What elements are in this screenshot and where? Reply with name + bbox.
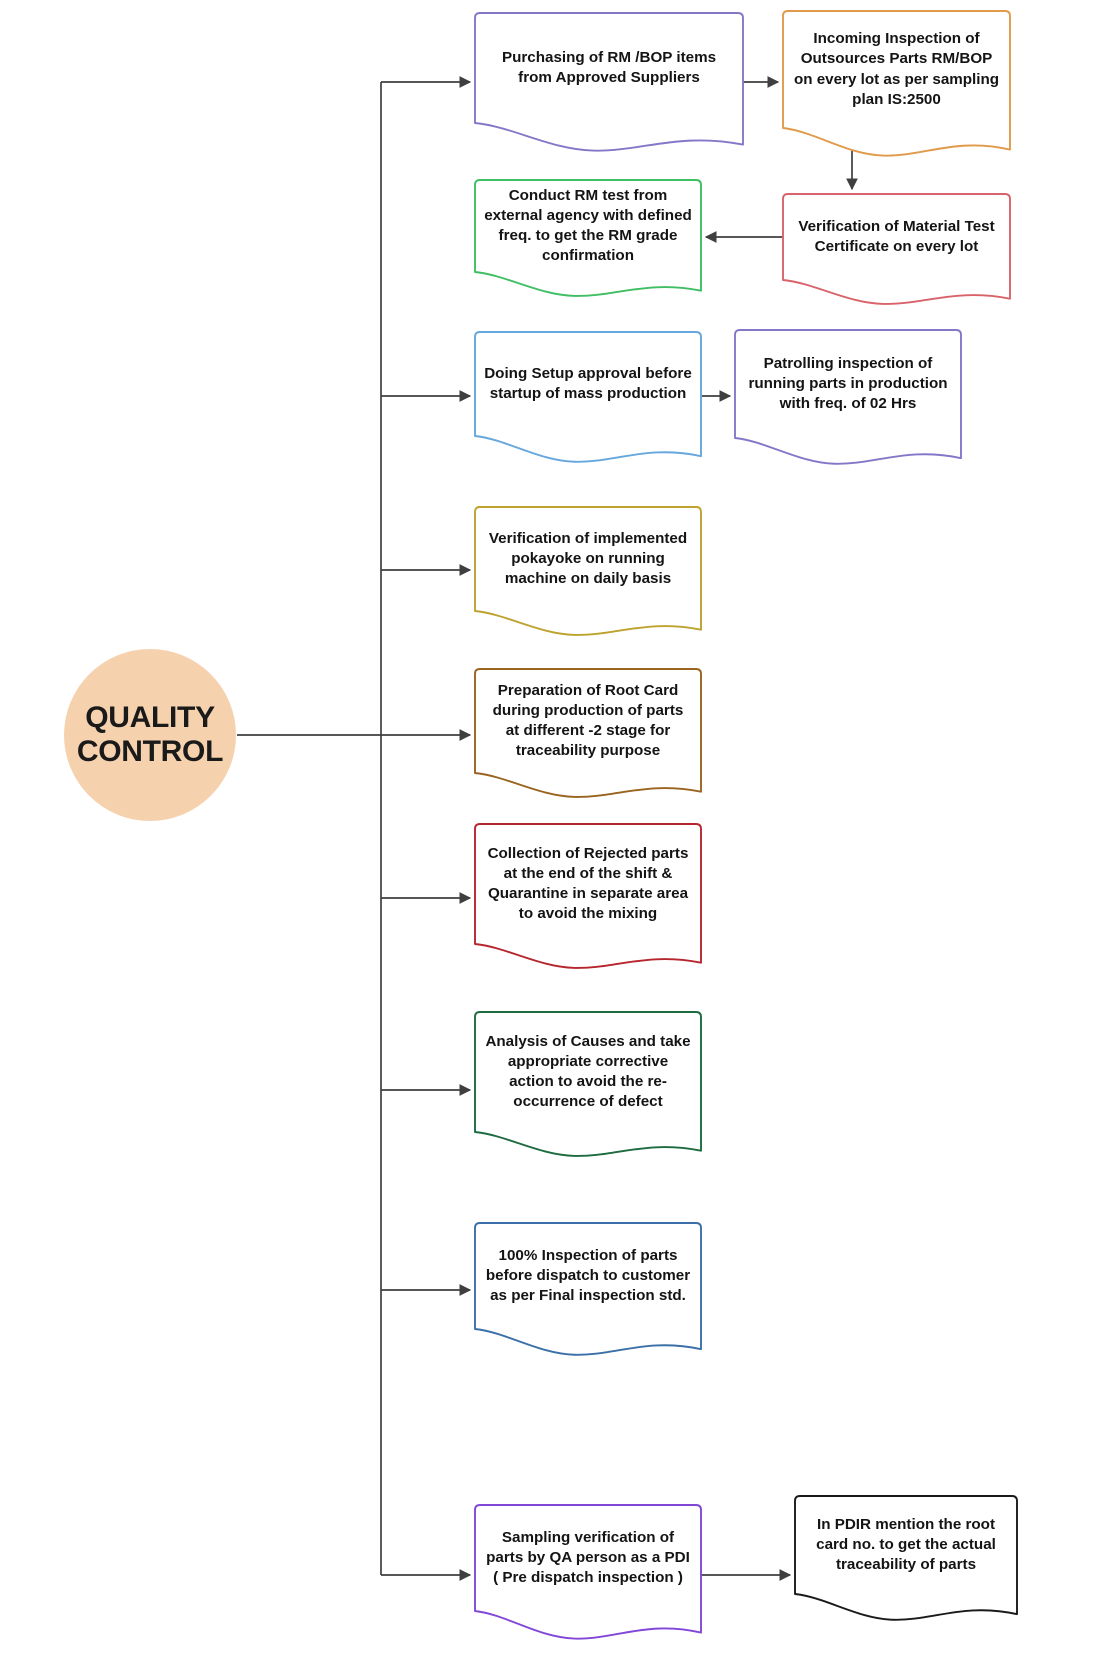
node-label: Doing Setup approval before startup of m… <box>484 364 692 402</box>
node-outline <box>782 193 1011 305</box>
node-label: Verification of implemented pokayoke on … <box>488 529 688 588</box>
flow-node[interactable]: Doing Setup approval before startup of m… <box>474 331 702 464</box>
flow-node[interactable]: Sampling verification of parts by QA per… <box>474 1504 702 1641</box>
node-outline <box>474 1504 702 1640</box>
node-label: Verification of Material Test Certificat… <box>798 217 995 255</box>
node-shape <box>474 823 702 969</box>
flow-node[interactable]: Analysis of Causes and take appropriate … <box>474 1011 702 1158</box>
flow-node[interactable]: Preparation of Root Card during producti… <box>474 668 702 799</box>
node-label: Patrolling inspection of running parts i… <box>748 354 948 413</box>
flow-node[interactable]: Conduct RM test from external agency wit… <box>474 179 702 298</box>
flow-node[interactable]: Purchasing of RM /BOP items from Approve… <box>474 12 744 153</box>
node-label: Sampling verification of parts by QA per… <box>486 1528 690 1587</box>
node-label: Incoming Inspection of Outsources Parts … <box>793 30 1000 108</box>
node-label: Collection of Rejected parts at the end … <box>487 844 689 923</box>
node-outline <box>474 179 702 297</box>
node-label: Conduct RM test from external agency wit… <box>484 186 692 265</box>
node-shape <box>474 1504 702 1640</box>
node-shape <box>474 331 702 463</box>
node-outline <box>474 668 702 798</box>
node-outline <box>474 331 702 463</box>
node-outline <box>474 823 702 969</box>
node-shape <box>474 12 744 152</box>
node-shape <box>474 506 702 636</box>
node-outline <box>474 12 744 152</box>
flow-node[interactable]: Verification of Material Test Certificat… <box>782 193 1011 306</box>
flow-node[interactable]: Incoming Inspection of Outsources Parts … <box>782 10 1011 158</box>
node-outline <box>474 1222 702 1356</box>
node-outline <box>794 1495 1018 1621</box>
flow-node[interactable]: 100% Inspection of parts before dispatch… <box>474 1222 702 1357</box>
flow-node[interactable]: Collection of Rejected parts at the end … <box>474 823 702 970</box>
node-outline <box>474 1011 702 1157</box>
node-label: Preparation of Root Card during producti… <box>492 681 684 760</box>
node-outline <box>734 329 962 465</box>
node-shape <box>474 1011 702 1157</box>
node-outline <box>782 10 1011 157</box>
hub-label: QUALITY CONTROL <box>76 701 224 768</box>
node-shape <box>474 668 702 798</box>
node-label: 100% Inspection of parts before dispatch… <box>485 1246 691 1305</box>
node-outline <box>474 506 702 636</box>
node-label: Analysis of Causes and take appropriate … <box>485 1032 691 1111</box>
node-shape <box>794 1495 1018 1621</box>
node-shape <box>734 329 962 465</box>
node-shape <box>474 1222 702 1356</box>
hub-quality-control[interactable]: QUALITY CONTROL <box>64 649 236 821</box>
flow-node[interactable]: Verification of implemented pokayoke on … <box>474 506 702 637</box>
node-label: Purchasing of RM /BOP items from Approve… <box>501 48 717 86</box>
flow-node[interactable]: Patrolling inspection of running parts i… <box>734 329 962 466</box>
node-shape <box>782 10 1011 157</box>
node-shape <box>782 193 1011 305</box>
node-shape <box>474 179 702 297</box>
flow-node[interactable]: In PDIR mention the root card no. to get… <box>794 1495 1018 1622</box>
node-label: In PDIR mention the root card no. to get… <box>816 1515 996 1574</box>
